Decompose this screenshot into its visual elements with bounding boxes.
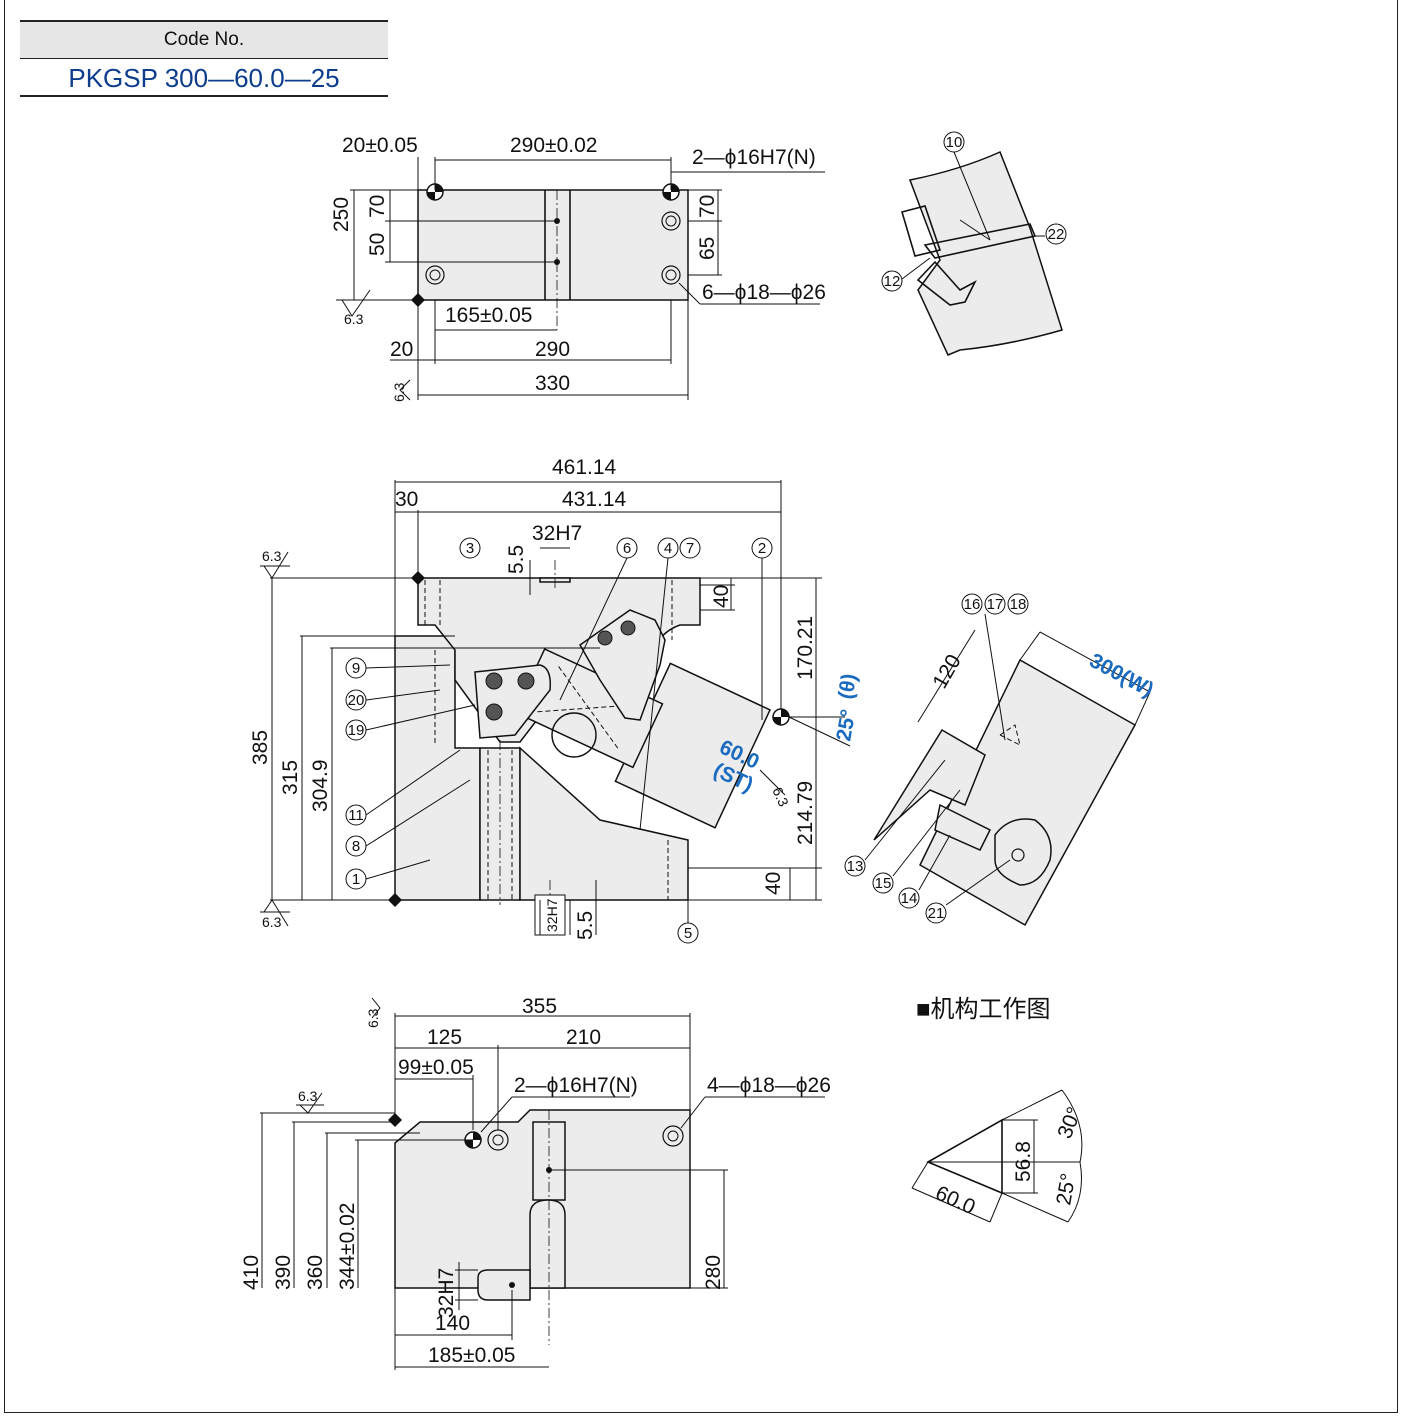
dim-431: 431.14 bbox=[562, 488, 627, 511]
top-view-plate bbox=[417, 189, 689, 301]
mech-dim-60: 60.0 bbox=[932, 1182, 979, 1220]
roughness-a: 6.3 bbox=[365, 1008, 381, 1028]
part-number-18: 18 bbox=[1010, 596, 1027, 613]
part-number-16: 16 bbox=[964, 596, 981, 613]
dim-20: 20 bbox=[390, 338, 413, 361]
part-number-13: 13 bbox=[847, 858, 864, 875]
part-number-15: 15 bbox=[875, 875, 892, 892]
dim-390: 390 bbox=[272, 1255, 295, 1290]
front-view: 461.14 431.14 30 32H7 5.5 40 170.21 25° … bbox=[249, 456, 861, 944]
bolt-hole-icon bbox=[425, 265, 445, 285]
mechanism-diagram: ■机构工作图 60.0 56.8 30° 25° bbox=[911, 996, 1087, 1223]
part-number-17: 17 bbox=[987, 596, 1004, 613]
datum-marker-icon bbox=[388, 1113, 402, 1127]
dim-20-tol: 20±0.05 bbox=[342, 134, 418, 157]
bolt-hole-icon bbox=[661, 265, 681, 285]
dim-461: 461.14 bbox=[552, 456, 617, 479]
dim-410: 410 bbox=[240, 1255, 263, 1290]
roughness-b: 6.3 bbox=[391, 382, 407, 402]
dim-40-bottom: 40 bbox=[762, 872, 785, 895]
part-number-8: 8 bbox=[352, 838, 360, 855]
dim-344: 344±0.02 bbox=[336, 1203, 359, 1290]
dim-50: 50 bbox=[366, 233, 389, 256]
dim-250: 250 bbox=[330, 197, 353, 232]
dim-70-left: 70 bbox=[366, 195, 389, 218]
dim-5-5-bottom: 5.5 bbox=[574, 911, 597, 940]
dim-360: 360 bbox=[304, 1255, 327, 1290]
dim-32h7: 32H7 bbox=[435, 1268, 458, 1318]
dowel-note: 2—ϕ16H7(N) bbox=[692, 146, 816, 169]
part-number-14: 14 bbox=[901, 890, 918, 907]
part-number-21: 21 bbox=[928, 905, 945, 922]
dim-120: 120 bbox=[928, 651, 965, 693]
dim-165-tol: 165±0.05 bbox=[445, 304, 532, 327]
code-number-header: Code No. bbox=[20, 20, 388, 59]
dim-330: 330 bbox=[535, 372, 570, 395]
part-number-19: 19 bbox=[348, 722, 365, 739]
part-number-2: 2 bbox=[758, 540, 766, 557]
dim-70-right: 70 bbox=[696, 195, 719, 218]
dim-99-tol: 99±0.05 bbox=[398, 1056, 474, 1079]
dim-290: 290 bbox=[535, 338, 570, 361]
part-number-9: 9 bbox=[352, 660, 360, 677]
dowel-hole-icon bbox=[662, 183, 680, 201]
mech-dim-56: 56.8 bbox=[1012, 1141, 1035, 1182]
bottom-view: 355 125 210 99±0.05 2—ϕ16H7(N) 4—ϕ18—ϕ26… bbox=[240, 995, 831, 1370]
dim-290-tol: 290±0.02 bbox=[510, 134, 597, 157]
mech-angle-25: 25° bbox=[1052, 1172, 1080, 1207]
bolt-hole-icon bbox=[662, 1125, 684, 1147]
top-view: 20±0.05 290±0.02 2—ϕ16H7(N) 250 70 50 70… bbox=[330, 134, 826, 402]
dim-210: 210 bbox=[566, 1026, 601, 1049]
dim-30: 30 bbox=[395, 488, 418, 511]
part-number-11: 11 bbox=[348, 807, 364, 824]
dim-65: 65 bbox=[696, 237, 719, 260]
dowel-note: 2—ϕ16H7(N) bbox=[514, 1074, 638, 1097]
roughness-b: 6.3 bbox=[298, 1088, 318, 1104]
sheet-frame bbox=[4, 0, 1398, 1413]
detail-view-top: 10 22 12 bbox=[881, 131, 1067, 356]
dim-125: 125 bbox=[427, 1026, 462, 1049]
bolt-hole-icon bbox=[661, 211, 681, 231]
roughness-top: 6.3 bbox=[262, 548, 282, 564]
dim-280: 280 bbox=[702, 1255, 725, 1290]
dim-304: 304.9 bbox=[309, 759, 332, 812]
part-number-12: 12 bbox=[884, 273, 901, 290]
part-number-6: 6 bbox=[623, 540, 631, 557]
side-view: 120 300(W) 16 17 18 13 15 14 21 bbox=[844, 593, 1158, 927]
angle-label: 25° bbox=[832, 708, 860, 743]
datum-point-icon bbox=[772, 708, 790, 726]
dim-140: 140 bbox=[435, 1312, 470, 1335]
part-number-1: 1 bbox=[352, 871, 360, 888]
part-number-4: 4 bbox=[664, 540, 672, 557]
roughness-a: 6.3 bbox=[344, 311, 364, 327]
bolt-note: 4—ϕ18—ϕ26 bbox=[707, 1074, 831, 1097]
part-number-10: 10 bbox=[946, 134, 963, 151]
dim-185-tol: 185±0.05 bbox=[428, 1344, 515, 1367]
dim-355: 355 bbox=[522, 995, 557, 1018]
code-number-value: PKGSP 300—60.0—25 bbox=[20, 59, 388, 97]
mechanism-title: ■机构工作图 bbox=[916, 996, 1051, 1023]
bolt-note: 6—ϕ18—ϕ26 bbox=[702, 281, 826, 304]
part-number-3: 3 bbox=[466, 540, 474, 557]
theta-label: (θ) bbox=[834, 672, 861, 701]
part-number-22: 22 bbox=[1048, 226, 1065, 243]
roughness-bottom: 6.3 bbox=[262, 914, 282, 930]
part-number-7: 7 bbox=[686, 540, 694, 557]
width-label: 300(W) bbox=[1086, 649, 1158, 702]
code-number-box: Code No. PKGSP 300—60.0—25 bbox=[20, 20, 388, 97]
dim-170: 170.21 bbox=[794, 616, 817, 680]
part-number-20: 20 bbox=[348, 692, 365, 709]
dim-214: 214.79 bbox=[794, 781, 817, 845]
dim-385: 385 bbox=[249, 730, 272, 765]
dim-32h7-top: 32H7 bbox=[532, 522, 582, 545]
dim-40-top: 40 bbox=[710, 585, 733, 608]
dim-315: 315 bbox=[279, 760, 302, 795]
roughness-side: 6.3 bbox=[769, 785, 792, 810]
part-number-5: 5 bbox=[684, 925, 692, 942]
dim-32h7-bottom: 32H7 bbox=[544, 898, 560, 932]
dim-5-5-top: 5.5 bbox=[505, 545, 528, 574]
